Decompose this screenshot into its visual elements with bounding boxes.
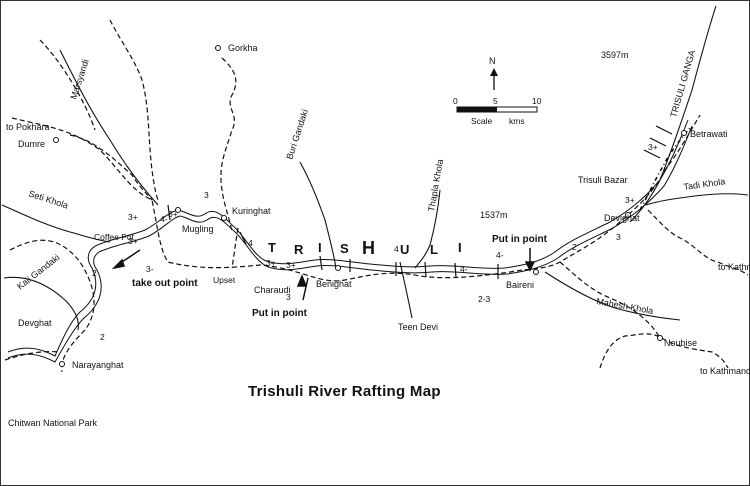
label-mugling: Mugling: [182, 224, 214, 234]
label-trisuli-bazar: Trisuli Bazar: [578, 175, 628, 185]
river-tadi-khola: [645, 193, 749, 206]
label-to-kathmandu-2: to Kathmandu: [700, 366, 750, 376]
trishuli-letter: R: [294, 242, 304, 257]
scale-bar: N 0 5 10 Scale kms: [453, 56, 542, 126]
river-teen-devi: [399, 261, 413, 319]
label-dumre: Dumre: [18, 139, 45, 149]
river-thapla-khola: [414, 189, 441, 269]
grade-label: 4-: [460, 264, 468, 274]
label-elevation-peak: 3597m: [601, 50, 629, 60]
river-trisuli-ganga: [629, 5, 717, 223]
river-buri-gandaki: [299, 161, 337, 269]
label-baireni: Baireni: [506, 280, 534, 290]
scale-tick-10: 10: [532, 96, 542, 106]
label-seti-khola: Seti Khola: [27, 188, 69, 210]
label-to-pokhara: to Pokhara: [6, 122, 50, 132]
label-tadi-khola: Tadi Khola: [683, 176, 726, 192]
label-thapla-khola: Thapla Khola: [426, 158, 445, 212]
label-teen-devi: Teen Devi: [398, 322, 438, 332]
scale-tick-5: 5: [493, 96, 498, 106]
river-mahesh-khola: [544, 271, 681, 321]
label-to-kathmandu-1: to Kathmandu: [718, 262, 750, 272]
grade-label: 4: [394, 244, 399, 254]
trishuli-letters: T R I S H U L I: [268, 238, 462, 258]
grade-label: 3+: [266, 258, 276, 268]
grade-label: 3+: [128, 236, 138, 246]
road-chitwan-loop: [4, 350, 61, 361]
grade-label: 3+: [286, 260, 296, 270]
scale-caption: Scale: [471, 116, 493, 126]
label-benighat: Benighat: [316, 279, 352, 289]
grade-label: 3+: [128, 212, 138, 222]
label-kuringhat: Kuringhat: [232, 206, 271, 216]
trishuli-letter: U: [400, 242, 409, 257]
label-devighat-east: Devighat: [604, 213, 640, 223]
road-kathmandu-2: [599, 333, 729, 369]
label-gorkha: Gorkha: [228, 43, 258, 53]
grade-label: 3+: [648, 142, 658, 152]
rapids: [167, 125, 673, 279]
trishuli-letter: S: [340, 241, 349, 256]
label-charaudi: Charaudi: [254, 285, 291, 295]
grade-label: 2: [92, 268, 97, 278]
road-narayanghat: [9, 239, 95, 373]
scale-tick-0: 0: [453, 96, 458, 106]
label-noubise: Noubise: [664, 338, 697, 348]
grade-label: 4-: [160, 214, 168, 224]
grade-label: 2-3: [478, 294, 491, 304]
scale-unit: kms: [509, 116, 525, 126]
rapid-grades: 3+ 3- 2 2 3+ 4- 3 3+ 4 3+ 3+ 3 4 4- 4- 2…: [92, 142, 658, 342]
arrows: [111, 248, 536, 301]
trishuli-letter: I: [458, 240, 462, 255]
road-marsyandi-west: [109, 19, 159, 201]
trishuli-letter: L: [430, 242, 438, 257]
road-gorkha: [220, 57, 237, 233]
grade-label: 4-: [496, 250, 504, 260]
road-kathmandu-1: [647, 209, 749, 276]
trail-trisuli-bazar: [639, 127, 691, 211]
grade-label: 2: [100, 332, 105, 342]
river-trishuli-main-b: [7, 125, 693, 363]
river-kali-gandaki: [3, 276, 79, 331]
river-seti-khola: [1, 204, 111, 243]
label-put-in-point-2: Put in point: [492, 234, 548, 245]
settlements: [53, 45, 687, 367]
label-elevation-point: 1537m: [480, 210, 508, 220]
map-title: Trishuli River Rafting Map: [248, 383, 441, 400]
road-prithvi-highway: [11, 114, 701, 282]
label-trisuli-ganga: TRISULI GANGA: [668, 49, 697, 119]
road-noubise-north: [559, 261, 661, 339]
grade-label: 3: [616, 232, 621, 242]
river-marsyandi: [59, 49, 159, 206]
road-pokhara: [69, 134, 153, 201]
trishuli-letter: H: [362, 238, 375, 258]
label-take-out-point: take out point: [132, 278, 198, 289]
label-narayanghat: Narayanghat: [72, 360, 124, 370]
label-mahesh-khola: Mahesh Khola: [596, 296, 654, 316]
river-trishuli-main-a: [7, 119, 689, 357]
road-dumre-north: [39, 39, 96, 131]
north-label: N: [489, 56, 496, 66]
label-upset: Upset: [213, 275, 236, 285]
grade-label: 3: [204, 190, 209, 200]
label-buri-gandaki: Buri Gandaki: [284, 108, 310, 161]
label-marsyandi: Marsyandi: [68, 58, 90, 101]
label-betrawati: Betrawati: [690, 129, 728, 139]
grade-label: 3: [286, 292, 291, 302]
label-coffee-pot: Coffee Pot: [94, 232, 135, 242]
trishuli-letter: T: [268, 240, 276, 255]
grade-label: 3+: [625, 195, 635, 205]
grade-label: 4: [248, 238, 253, 248]
grade-label: 2: [572, 242, 577, 252]
label-kali-gandaki: Kali Gandaki: [15, 252, 61, 291]
label-put-in-point-1: Put in point: [252, 308, 308, 319]
label-devghat: Devghat: [18, 318, 52, 328]
grade-label: 3+: [168, 209, 178, 219]
label-chitwan: Chitwan National Park: [8, 418, 98, 428]
grade-label: 3-: [146, 264, 154, 274]
trishuli-letter: I: [318, 240, 322, 255]
road-upset-south: [231, 227, 239, 269]
